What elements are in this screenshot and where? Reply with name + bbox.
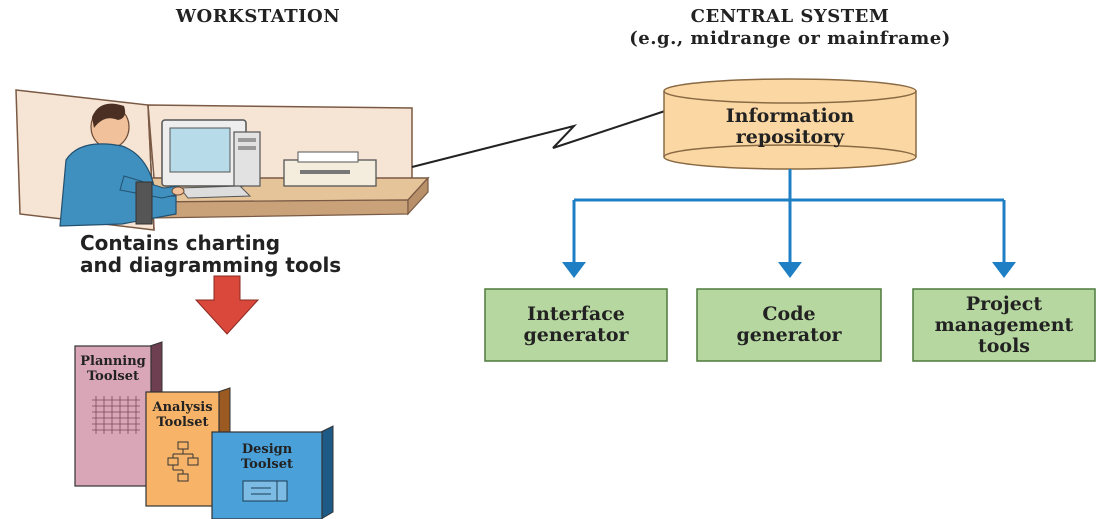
interface-generator-line2: generator xyxy=(523,324,629,346)
repository-label-line1: Information xyxy=(725,105,855,127)
central-system-title: CENTRAL SYSTEM xyxy=(690,6,890,27)
interface-generator-label: Interface generator xyxy=(485,289,667,361)
analysis-toolset-label: Analysis Toolset xyxy=(146,400,219,430)
project-management-line1: Project xyxy=(965,292,1043,315)
planning-toolset-label: Planning Toolset xyxy=(75,354,151,384)
design-toolset-book xyxy=(211,425,334,519)
arrowhead-project xyxy=(992,262,1016,278)
code-generator-label: Code generator xyxy=(697,289,881,361)
analysis-toolset-line2: Toolset xyxy=(156,415,209,430)
arrowhead-code xyxy=(778,262,802,278)
planning-toolset-line1: Planning xyxy=(80,354,146,369)
code-generator-line2: generator xyxy=(736,324,842,346)
project-management-box xyxy=(912,288,1096,362)
workstation-caption-line2: and diagramming tools xyxy=(80,253,342,277)
project-management-line2: management xyxy=(934,313,1074,336)
design-toolset-line1: Design xyxy=(241,442,293,457)
analysis-toolset-line1: Analysis xyxy=(152,400,213,415)
project-management-label: Project management tools xyxy=(913,289,1095,361)
arrowhead-interface xyxy=(562,262,586,278)
code-generator-line1: Code xyxy=(762,303,816,325)
code-generator-box xyxy=(696,288,882,362)
workstation-title: WORKSTATION xyxy=(175,6,341,27)
repository-label-line2: repository xyxy=(735,126,845,148)
project-management-line3: tools xyxy=(977,334,1031,357)
repository-label: Information repository xyxy=(664,104,916,150)
information-repository-shape xyxy=(663,78,917,170)
planning-toolset-line2: Toolset xyxy=(86,369,140,384)
workstation-illustration xyxy=(15,89,430,231)
down-arrow xyxy=(194,275,260,335)
design-toolset-label: Design Toolset xyxy=(212,442,322,472)
central-system-subtitle: (e.g., midrange or mainframe) xyxy=(629,28,951,49)
repository-connectors xyxy=(562,169,1016,278)
interface-generator-box xyxy=(484,288,668,362)
network-link xyxy=(411,109,669,168)
interface-generator-line1: Interface xyxy=(527,303,625,325)
design-toolset-line2: Toolset xyxy=(240,457,294,472)
workstation-caption-line1: Contains charting xyxy=(80,231,281,255)
